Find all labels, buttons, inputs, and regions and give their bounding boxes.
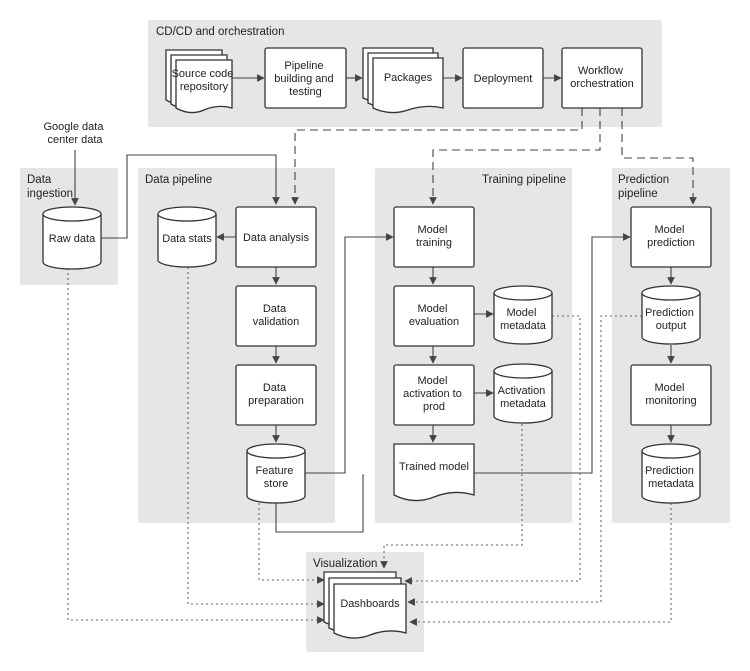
- node-deployment: Deployment: [462, 47, 544, 109]
- node-model-monitoring: Model monitoring: [630, 364, 712, 426]
- group-title-data-pipeline: Data pipeline: [145, 174, 212, 186]
- group-title-cicd: CD/CD and orchestration: [156, 26, 284, 38]
- edge-feature-store-to-training: [305, 233, 394, 474]
- node-pipeline-building: Pipeline building and testing: [264, 47, 347, 109]
- svg-text:Workflow orchestration: Workflow orchestration: [570, 65, 634, 90]
- node-activation-metadata: Activation metadata: [493, 363, 553, 424]
- node-packages: Packages: [362, 47, 444, 114]
- node-trained-model: Trained model: [393, 443, 475, 502]
- edges: [67, 74, 697, 626]
- svg-text:Packages: Packages: [384, 72, 433, 84]
- svg-text:Feature store: Feature store: [256, 465, 297, 490]
- svg-text:Model evaluation: Model evaluation: [409, 303, 459, 328]
- node-raw-data: Raw data: [42, 206, 102, 270]
- svg-text:Data validation: Data validation: [253, 303, 299, 328]
- svg-text:Model activation to: Model activation to prod: [403, 375, 465, 413]
- svg-text:Dashboards: Dashboards: [340, 598, 400, 610]
- node-feature-store: Feature store: [246, 443, 306, 504]
- svg-text:Model training: Model training: [416, 224, 452, 249]
- svg-text:Model monitoring: Model monitoring: [645, 382, 696, 407]
- google-data-center-label: Google data center data: [44, 121, 107, 146]
- node-data-analysis: Data analysis: [235, 206, 317, 268]
- svg-text:Model prediction: Model prediction: [647, 224, 695, 249]
- edge-model-metadata-to-dashboards: [404, 315, 581, 585]
- svg-text:Deployment: Deployment: [474, 73, 533, 85]
- edge-raw-to-dashboards: [67, 268, 325, 624]
- edge-feature-store-to-dashboards: [258, 503, 325, 584]
- node-model-training: Model training: [393, 206, 475, 268]
- edge-workflow-to-model-prediction: [621, 108, 697, 205]
- svg-text:Trained model: Trained model: [399, 461, 469, 473]
- svg-text:Data preparation: Data preparation: [248, 382, 304, 407]
- node-dashboards: Dashboards: [323, 571, 407, 639]
- edge-feature-store-to-prediction: [275, 474, 364, 533]
- node-workflow-orchestration: Workflow orchestration: [561, 47, 643, 109]
- svg-text:Raw data: Raw data: [49, 233, 96, 245]
- node-prediction-metadata: Prediction metadata: [641, 443, 701, 504]
- node-data-stats: Data stats: [157, 206, 217, 268]
- node-source-code-repository: Source code repository: [165, 49, 237, 114]
- edge-raw-to-data-analysis: [101, 154, 280, 239]
- edge-workflow-to-model-training: [429, 108, 601, 205]
- svg-text:Pipeline building and: Pipeline building and testing: [274, 60, 336, 98]
- node-model-evaluation: Model evaluation: [393, 285, 475, 347]
- node-model-prediction: Model prediction: [630, 206, 712, 268]
- node-model-metadata: Model metadata: [493, 285, 553, 345]
- svg-text:Activation metadata: Activation metadata: [498, 385, 549, 410]
- node-model-activation: Model activation to prod: [393, 364, 475, 426]
- node-data-validation: Data validation: [235, 285, 317, 347]
- edge-stats-to-dashboards: [187, 262, 325, 608]
- node-prediction-output: Prediction output: [641, 285, 701, 345]
- svg-text:Data stats: Data stats: [162, 233, 212, 245]
- svg-text:Prediction metadata: Prediction metadata: [645, 465, 697, 490]
- edge-activation-metadata-to-dashboards: [380, 424, 523, 569]
- group-title-visualization: Visualization: [313, 558, 377, 570]
- edge-workflow-to-data-analysis: [291, 108, 583, 205]
- group-title-ingestion: Data ingestion: [27, 174, 73, 200]
- edge-trained-to-prediction: [474, 233, 631, 474]
- svg-text:Source code repository: Source code repository: [172, 68, 237, 93]
- edge-prediction-output-to-dashboards: [407, 315, 642, 606]
- group-title-training: Training pipeline: [482, 174, 566, 186]
- svg-text:Data analysis: Data analysis: [243, 232, 310, 244]
- group-title-prediction: Prediction pipeline: [618, 174, 672, 200]
- svg-text:Model metadata: Model metadata: [500, 307, 547, 332]
- node-data-preparation: Data preparation: [235, 364, 317, 426]
- svg-text:Prediction output: Prediction output: [645, 307, 697, 332]
